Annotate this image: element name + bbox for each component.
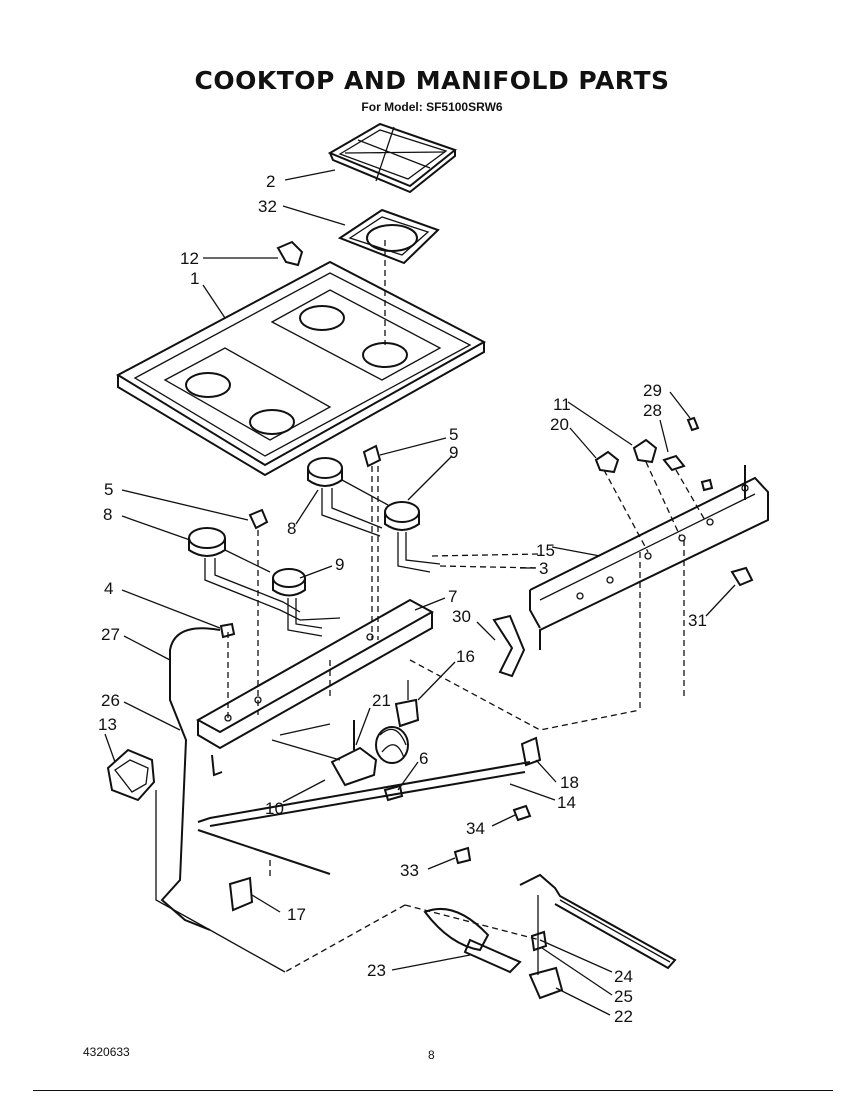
callout-33: 33 <box>400 861 419 880</box>
part-manifold-panel <box>529 465 769 710</box>
callout-13: 13 <box>98 715 117 734</box>
callout-8-right: 8 <box>287 519 296 538</box>
callout-6: 6 <box>419 749 428 768</box>
callout-10: 10 <box>265 799 284 818</box>
part-bracket-17 <box>228 876 254 912</box>
part-burners-left <box>188 527 341 637</box>
callout-1: 1 <box>190 269 199 288</box>
callout-32: 32 <box>258 197 277 216</box>
callout-26: 26 <box>101 691 120 710</box>
callout-30: 30 <box>452 607 471 626</box>
part-bracket-right <box>362 444 382 468</box>
part-clip-31 <box>730 566 754 587</box>
callout-20: 20 <box>550 415 569 434</box>
part-cable <box>160 627 221 931</box>
part-regulator <box>106 748 156 802</box>
part-valve-16 <box>394 698 420 728</box>
callout-16: 16 <box>456 647 475 666</box>
part-gas-tube <box>197 736 542 875</box>
part-grate <box>327 122 458 194</box>
part-bracket-left <box>248 508 269 530</box>
callout-5-left: 5 <box>104 480 113 499</box>
part-oven-burner <box>284 873 677 1000</box>
part-burner-bowl <box>337 208 440 265</box>
callout-27: 27 <box>101 625 120 644</box>
callout-9-right: 9 <box>449 443 458 462</box>
part-nut <box>219 622 236 639</box>
page-title: COOKTOP AND MANIFOLD PARTS <box>194 66 670 95</box>
document-number: 4320633 <box>83 1045 130 1059</box>
callout-14: 14 <box>557 793 576 812</box>
callout-29: 29 <box>643 381 662 400</box>
part-knobs <box>594 416 714 553</box>
part-spark-module <box>271 720 409 802</box>
callout-15: 15 <box>536 541 555 560</box>
callout-4: 4 <box>104 579 113 598</box>
callout-17: 17 <box>287 905 306 924</box>
callout-8-left: 8 <box>103 505 112 524</box>
part-clip <box>276 240 304 267</box>
callout-24: 24 <box>614 967 633 986</box>
part-cooktop <box>115 260 487 477</box>
callout-31: 31 <box>688 611 707 630</box>
callout-9-left: 9 <box>335 555 344 574</box>
callout-28: 28 <box>643 401 662 420</box>
callout-labels: 2 32 12 1 5 9 5 8 8 9 4 7 3 27 30 16 26 … <box>98 172 707 1026</box>
callout-11: 11 <box>553 395 571 414</box>
part-burners-right <box>307 457 541 573</box>
callout-7: 7 <box>448 587 457 606</box>
footer-divider <box>33 1090 833 1091</box>
part-bracket-30 <box>492 614 526 678</box>
callout-34: 34 <box>466 819 485 838</box>
callout-2: 2 <box>266 172 275 191</box>
callout-3: 3 <box>539 559 548 578</box>
model-subtitle: For Model: SF5100SRW6 <box>361 100 503 114</box>
callout-5-right: 5 <box>449 425 458 444</box>
callout-25: 25 <box>614 987 633 1006</box>
callout-22: 22 <box>614 1007 633 1026</box>
callout-21: 21 <box>372 691 391 710</box>
callout-18: 18 <box>560 773 579 792</box>
page-number: 8 <box>428 1048 435 1062</box>
callout-23: 23 <box>367 961 386 980</box>
leader-lines <box>104 169 736 1016</box>
part-burner-support <box>195 598 435 777</box>
callout-12: 12 <box>180 249 199 268</box>
